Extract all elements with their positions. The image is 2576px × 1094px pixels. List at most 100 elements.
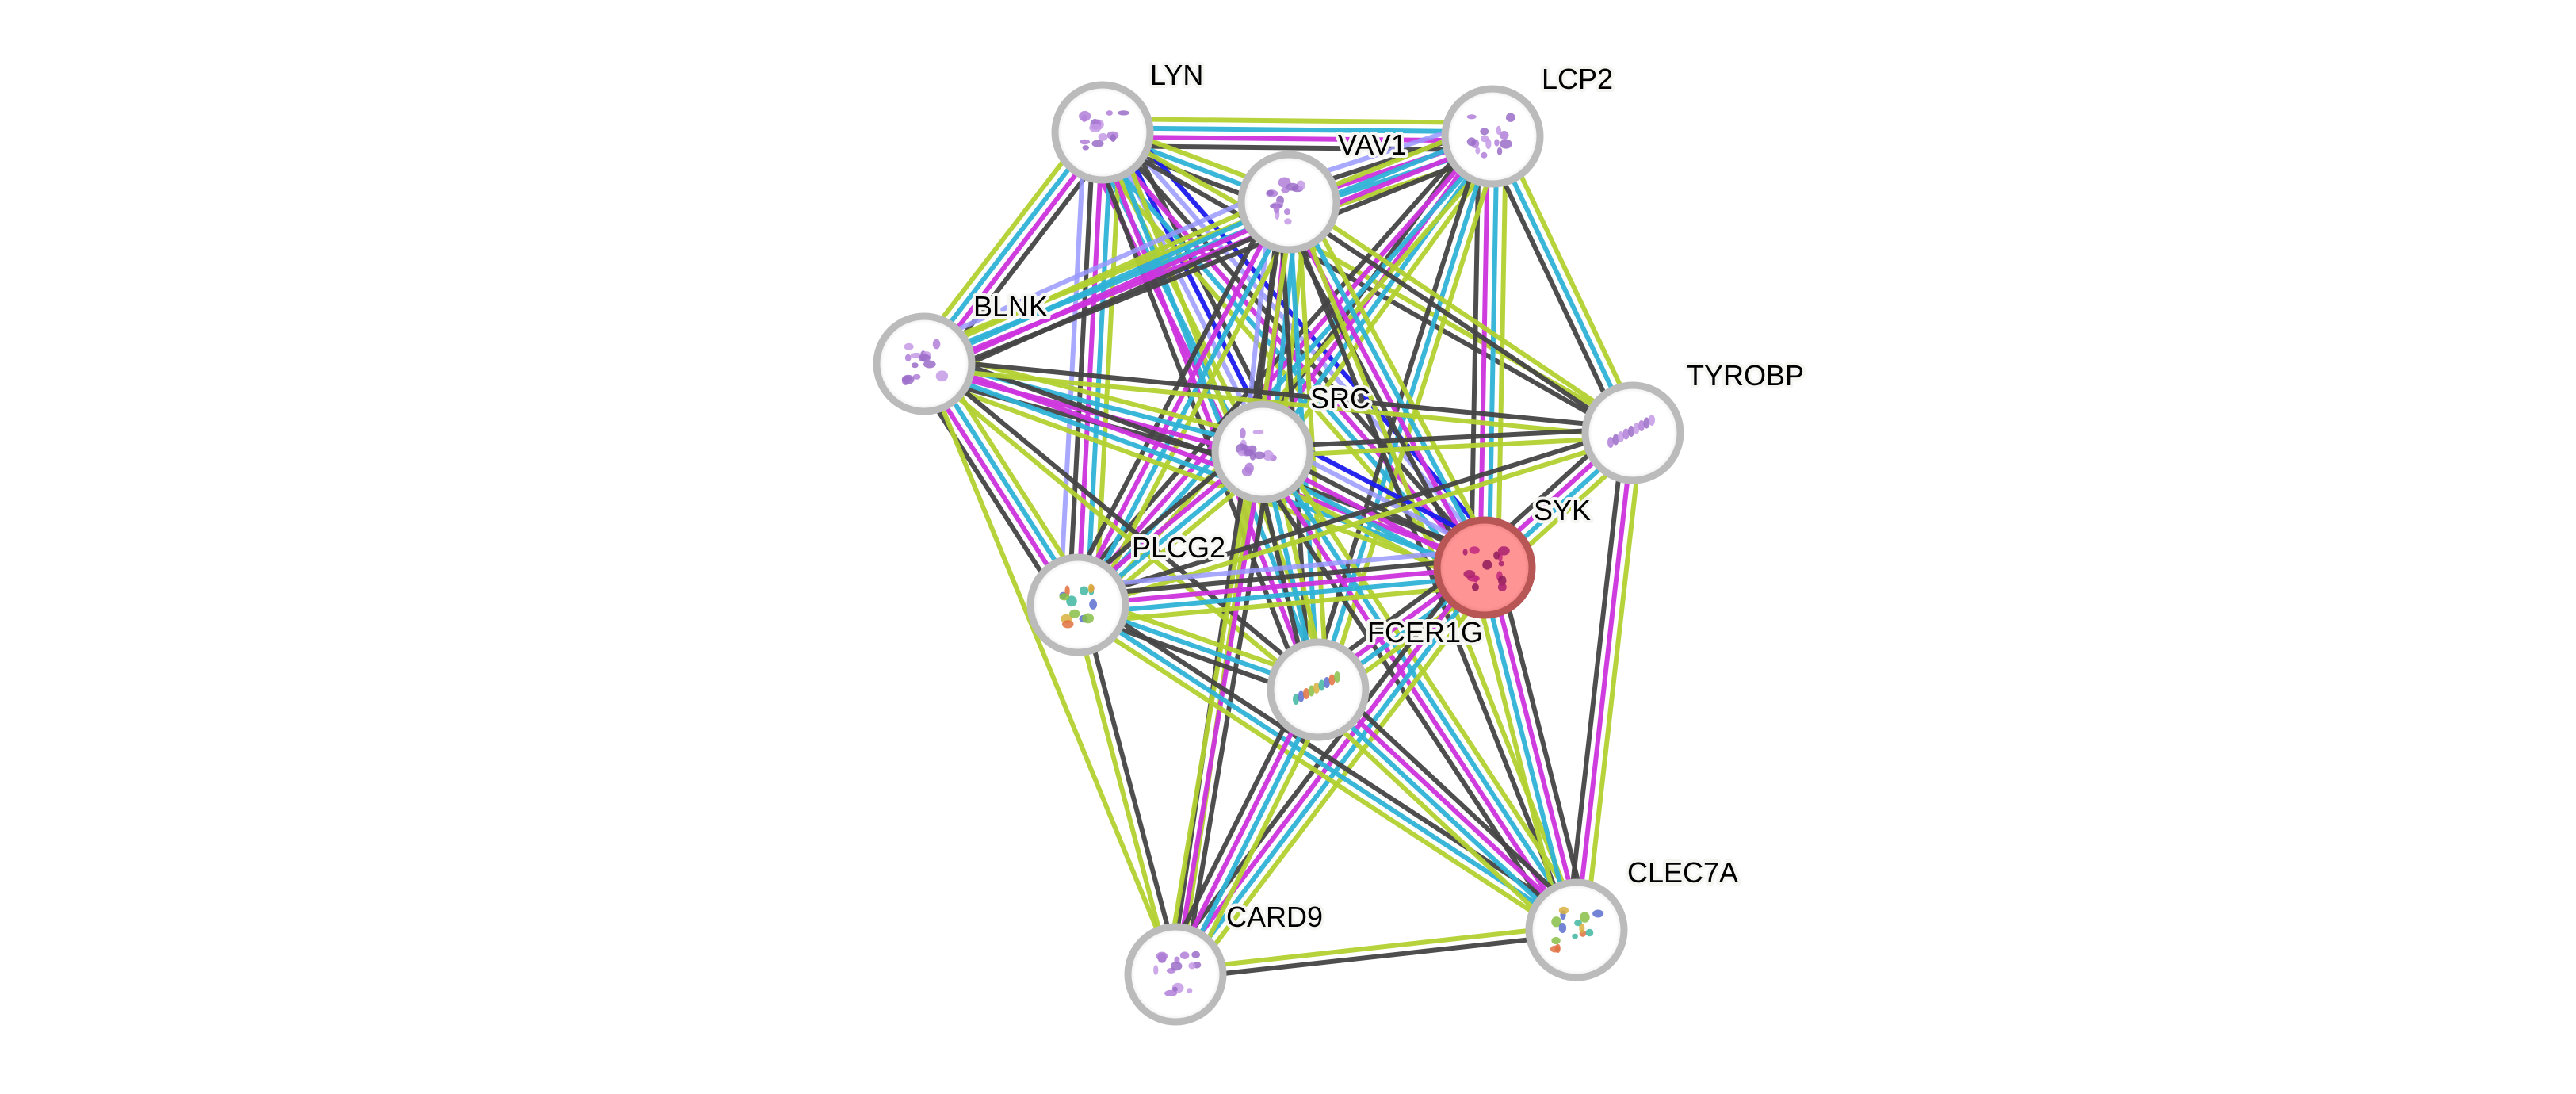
edge-evidence-databases (1486, 136, 1500, 568)
protein-structure-purple-icon (901, 339, 949, 385)
edge-card9-clec7a[interactable] (1175, 923, 1577, 981)
edge-tyrobp-clec7a[interactable] (1565, 431, 1645, 931)
edge-evidence-databases (922, 365, 1485, 575)
edge-evidence-textmining (1263, 434, 1634, 459)
node-tyrobp[interactable] (1581, 381, 1684, 484)
edge-evidence-textmining (1185, 694, 1332, 981)
edge-evidence-coexpression (930, 216, 1298, 383)
edge-evidence-experiments (1486, 565, 1584, 930)
edge-evidence-experiments (1169, 687, 1317, 974)
edge-evidence-textmining (1307, 698, 1569, 942)
edge-evidence-experiments (927, 208, 1294, 375)
node-label-tyrobp: TYROBP (1687, 359, 1804, 392)
edge-evidence-databases (1103, 125, 1493, 135)
edge-plcg2-clec7a[interactable] (1072, 595, 1583, 940)
node-circle[interactable] (1525, 878, 1628, 981)
edge-evidence-databases (1076, 602, 1578, 932)
edge-evidence-textmining (1103, 116, 1493, 125)
node-clec7a[interactable] (1525, 878, 1628, 981)
edge-evidence-databases (1313, 690, 1576, 935)
node-layer (873, 81, 1684, 1026)
edge-evidence-coexpression (924, 357, 1634, 431)
protein-structure-purple-icon (1235, 427, 1277, 476)
edge-evidence-coexpression (1081, 595, 1583, 924)
edge-evidence-textmining (1583, 433, 1645, 931)
edge-evidence-databases (1477, 568, 1575, 932)
edge-evidence-experiments (1173, 451, 1265, 975)
node-vav1[interactable] (1237, 151, 1340, 254)
node-fcer1g[interactable] (1267, 638, 1370, 741)
edge-evidence-textmining (922, 362, 1178, 976)
edge-evidence-textmining (1184, 574, 1497, 985)
edge-evidence-textmining (919, 374, 1481, 583)
node-circle[interactable] (1051, 81, 1154, 184)
edge-evidence-textmining (1469, 570, 1566, 934)
node-label-vav1: VAV1 (1338, 128, 1407, 161)
node-label-card9: CARD9 (1226, 901, 1323, 933)
node-lcp2[interactable] (1441, 85, 1544, 188)
node-card9[interactable] (1124, 923, 1227, 1026)
edge-syk-clec7a[interactable] (1469, 564, 1592, 934)
edge-evidence-textmining (1175, 923, 1577, 973)
edge-evidence-databases (1177, 690, 1324, 977)
edge-evidence-databases (1490, 135, 1635, 434)
node-circle[interactable] (1026, 553, 1129, 656)
edge-evidence-textmining (919, 365, 1317, 695)
edge-src-tyrobp[interactable] (1262, 426, 1634, 459)
edge-evidence-textmining (1298, 194, 1499, 563)
protein-structure-rainbow-helix-icon (1293, 671, 1340, 705)
edge-evidence-cooccurrence (1104, 129, 1269, 451)
edge-plcg2-card9[interactable] (1071, 602, 1183, 977)
edge-evidence-cooccurrence (915, 183, 1283, 350)
edge-syk-plcg2[interactable] (1076, 547, 1487, 625)
node-blnk[interactable] (873, 312, 976, 415)
node-lyn[interactable] (1051, 81, 1154, 184)
node-circle[interactable] (1124, 923, 1227, 1026)
edge-fcer1g-card9[interactable] (1161, 683, 1332, 981)
edge-vav1-plcg2[interactable] (1064, 194, 1303, 613)
edge-evidence-coexpression (1285, 204, 1632, 439)
edge-evidence-coexpression (1282, 202, 1575, 933)
edge-evidence-databases (1078, 574, 1486, 617)
edge-evidence-coexpression (1066, 132, 1096, 605)
node-circle[interactable] (1211, 400, 1314, 503)
edge-evidence-experiments (924, 357, 1487, 566)
edge-evidence-textmining (1498, 131, 1643, 430)
edge-evidence-databases (1290, 198, 1491, 567)
node-src[interactable] (1211, 400, 1314, 503)
edge-evidence-experiments (1095, 132, 1317, 693)
node-syk[interactable] (1433, 516, 1536, 619)
protein-structure-rainbow-icon (1550, 906, 1604, 954)
edge-evidence-experiments (1076, 132, 1105, 606)
node-label-lyn: LYN (1150, 59, 1203, 91)
node-label-plcg2: PLCG2 (1132, 531, 1225, 564)
edge-evidence-experiments (1574, 432, 1635, 931)
node-label-lcp2: LCP2 (1542, 63, 1613, 95)
edge-blnk-card9[interactable] (922, 362, 1178, 976)
edge-evidence-databases (1084, 132, 1114, 606)
protein-structure-magenta-icon (1462, 546, 1510, 591)
edge-evidence-experiments (1319, 684, 1581, 929)
edge-blnk-syk[interactable] (919, 349, 1490, 583)
edge-evidence-coexpression (1087, 136, 1308, 696)
protein-structure-purple-icon (1466, 113, 1515, 159)
edge-lyn-plcg2[interactable] (1057, 131, 1123, 606)
edge-evidence-experiments (1256, 453, 1575, 934)
node-circle[interactable] (1441, 85, 1544, 188)
edge-blnk-fcer1g[interactable] (919, 358, 1323, 695)
edge-evidence-coexpression (1262, 426, 1633, 450)
edge-evidence-textmining (923, 365, 1633, 440)
edge-evidence-cooccurrence (1057, 131, 1087, 604)
node-plcg2[interactable] (1026, 553, 1129, 656)
edge-evidence-textmining (1071, 605, 1174, 977)
edge-evidence-experiments (1072, 198, 1287, 604)
node-circle[interactable] (1237, 151, 1340, 254)
edge-evidence-textmining (1164, 449, 1256, 974)
edge-lcp2-tyrobp[interactable] (1482, 131, 1643, 438)
edge-fcer1g-clec7a[interactable] (1307, 678, 1588, 942)
edge-blnk-tyrobp[interactable] (923, 357, 1634, 440)
edge-vav1-tyrobp[interactable] (1285, 196, 1637, 439)
edge-vav1-blnk[interactable] (915, 183, 1298, 383)
